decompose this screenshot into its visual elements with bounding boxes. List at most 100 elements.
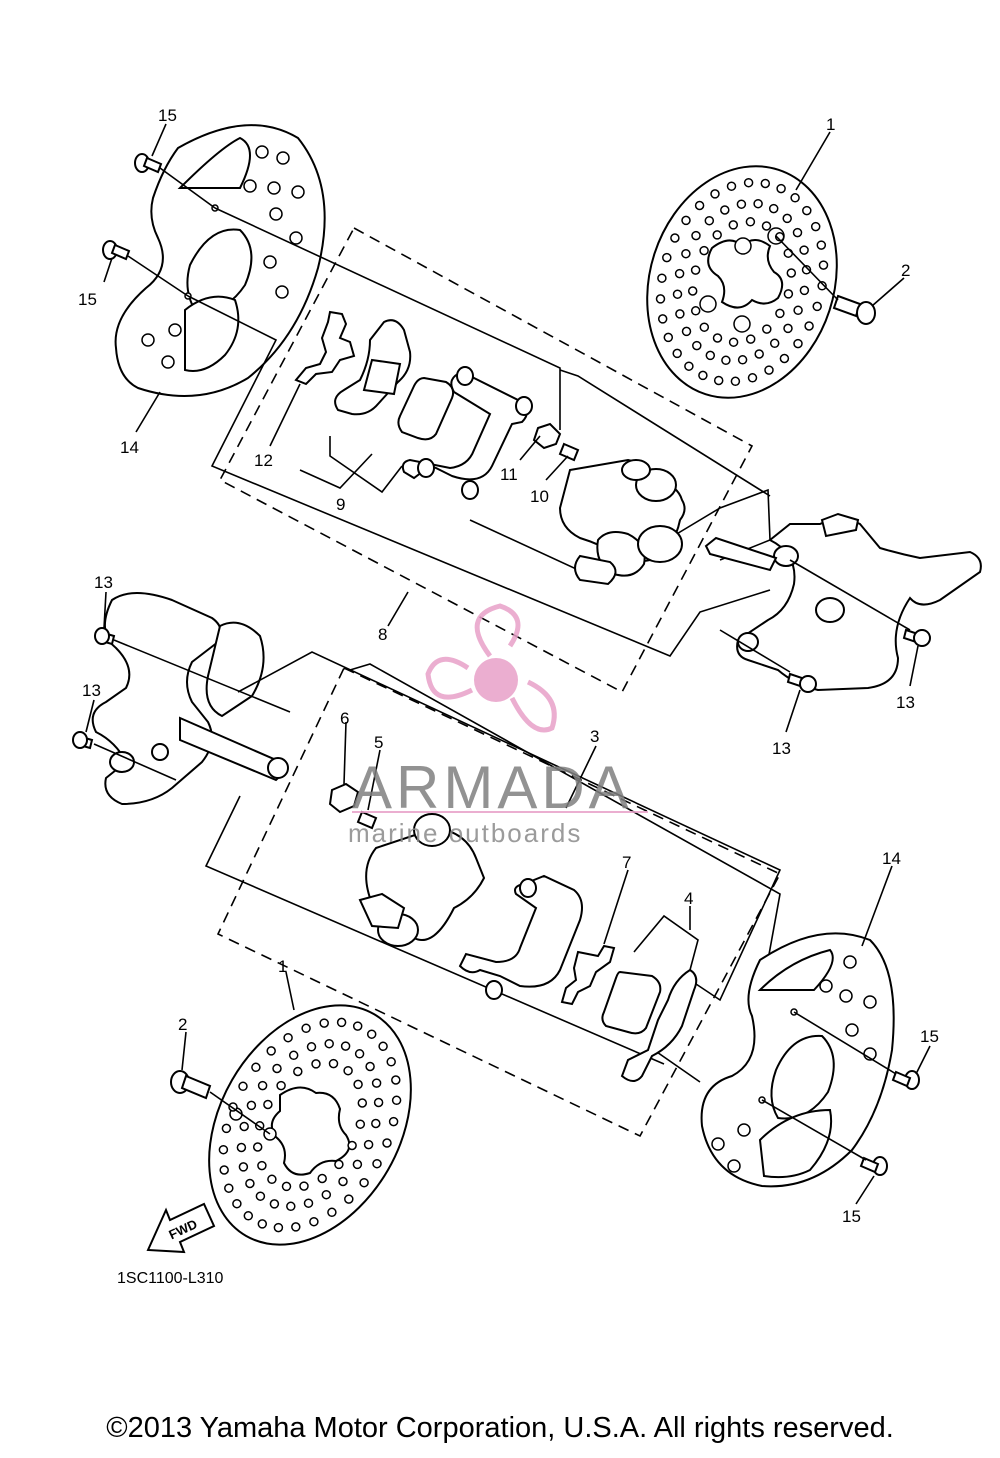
disc-hole — [257, 1160, 267, 1171]
disc-hole — [799, 245, 809, 255]
callout-13-left-a: 13 — [94, 573, 113, 592]
disc-hole — [243, 1211, 254, 1221]
disc-hole — [319, 1018, 329, 1028]
disc-hole — [801, 265, 812, 275]
callout-2-lower: 2 — [178, 1015, 187, 1034]
bleed-screw-upper — [532, 422, 580, 462]
callout-12: 12 — [254, 451, 273, 470]
disc-hole — [352, 1159, 363, 1170]
callout-3: 3 — [590, 727, 599, 746]
disc-hole — [306, 1042, 317, 1052]
disc-hole — [221, 1123, 232, 1134]
steering-knuckle-left — [91, 592, 289, 806]
brake-disc-upper — [646, 165, 838, 399]
callout-13-right-a: 13 — [896, 693, 915, 712]
disc-hole — [699, 322, 710, 332]
disc-hole — [363, 1139, 374, 1150]
disc-hole — [705, 350, 716, 361]
callout-13-left-b: 13 — [82, 681, 101, 700]
disc-hole — [737, 355, 748, 365]
disc-hole — [272, 1063, 282, 1074]
disc-hole — [816, 240, 827, 250]
drawing-id: 1SC1100-L310 — [117, 1270, 224, 1287]
disc-hole — [793, 305, 803, 316]
disc-hole — [365, 1061, 375, 1072]
disc-hole — [804, 321, 814, 331]
disc-hole — [694, 200, 705, 211]
disc-guard-lower — [700, 932, 895, 1188]
disc-hole — [382, 1138, 392, 1148]
propeller-logo-icon — [425, 603, 557, 733]
disc-bolt-lower — [170, 1070, 271, 1135]
disc-hole — [291, 1222, 301, 1232]
disc-hole — [713, 375, 724, 386]
disc-hole — [662, 252, 672, 263]
disc-hole — [238, 1162, 249, 1172]
disc-hole — [747, 373, 758, 383]
disc-hole — [760, 178, 771, 189]
disc-hole — [366, 1029, 377, 1039]
disc-hole — [246, 1100, 257, 1111]
disc-hole — [761, 221, 772, 231]
disc-hole — [730, 376, 741, 387]
disc-hole — [255, 1191, 266, 1201]
disc-hole — [245, 1178, 255, 1189]
disc-hole — [218, 1144, 229, 1155]
disc-hole — [301, 1023, 311, 1034]
callouts: 1 2 15 15 14 12 9 11 10 8 13 13 13 13 6 … — [78, 106, 939, 1226]
disc-hole — [712, 230, 722, 240]
guard-bolts-upper — [102, 153, 216, 297]
callout-15-lower-b: 15 — [842, 1207, 861, 1226]
knuckle-bolts-left — [72, 627, 291, 781]
disc-hole — [783, 323, 793, 334]
disc-hole — [710, 189, 720, 199]
disc-hole — [764, 365, 774, 375]
disc-hole — [372, 1158, 382, 1169]
disc-hole — [252, 1142, 263, 1152]
disc-hole — [799, 285, 810, 296]
disc-bolt-upper — [775, 235, 876, 325]
callout-15-upper-b: 15 — [78, 290, 97, 309]
disc-hole — [257, 1219, 268, 1229]
disc-hole — [338, 1176, 348, 1187]
disc-hole — [762, 324, 772, 334]
disc-hole — [818, 260, 829, 270]
disc-hole — [726, 181, 737, 191]
disc-hole — [344, 1194, 354, 1204]
disc-hole — [684, 361, 694, 371]
callout-2-upper: 2 — [901, 261, 910, 280]
knuckle-bolts-right — [786, 628, 931, 693]
disc-hole — [317, 1173, 327, 1184]
disc-hole — [712, 333, 723, 343]
disc-hole — [328, 1058, 339, 1069]
disc-hole — [672, 289, 683, 299]
watermark-tagline: marine outboards — [348, 818, 582, 848]
brake-disc-lower — [208, 1004, 412, 1246]
disc-hole — [286, 1201, 296, 1212]
disc-hole — [347, 1140, 357, 1151]
disc-hole — [373, 1097, 384, 1108]
disc-hole — [232, 1198, 242, 1209]
disc-hole — [812, 301, 822, 312]
bleed-screw-lower — [328, 782, 378, 830]
disc-hole — [672, 348, 682, 359]
disc-hole — [692, 340, 702, 351]
disc-hole — [776, 183, 786, 194]
disc-hole — [276, 1080, 286, 1091]
disc-hole — [353, 1079, 363, 1090]
disc-hole — [391, 1075, 401, 1085]
disc-hole — [690, 306, 701, 316]
callout-13-right-b: 13 — [772, 739, 791, 758]
disc-hole — [670, 233, 680, 243]
disc-hole — [371, 1078, 382, 1088]
disc-hole — [359, 1177, 369, 1188]
disc-hole — [681, 215, 691, 226]
disc-hole — [309, 1216, 319, 1227]
copyright-notice: ©2013 Yamaha Motor Corporation, U.S.A. A… — [106, 1412, 894, 1444]
callout-11: 11 — [500, 465, 518, 484]
disc-hole — [388, 1116, 399, 1127]
disc-hole — [321, 1189, 332, 1200]
leader-lines — [85, 123, 931, 1205]
disc-hole — [754, 349, 764, 359]
brake-pads-upper — [329, 319, 455, 494]
